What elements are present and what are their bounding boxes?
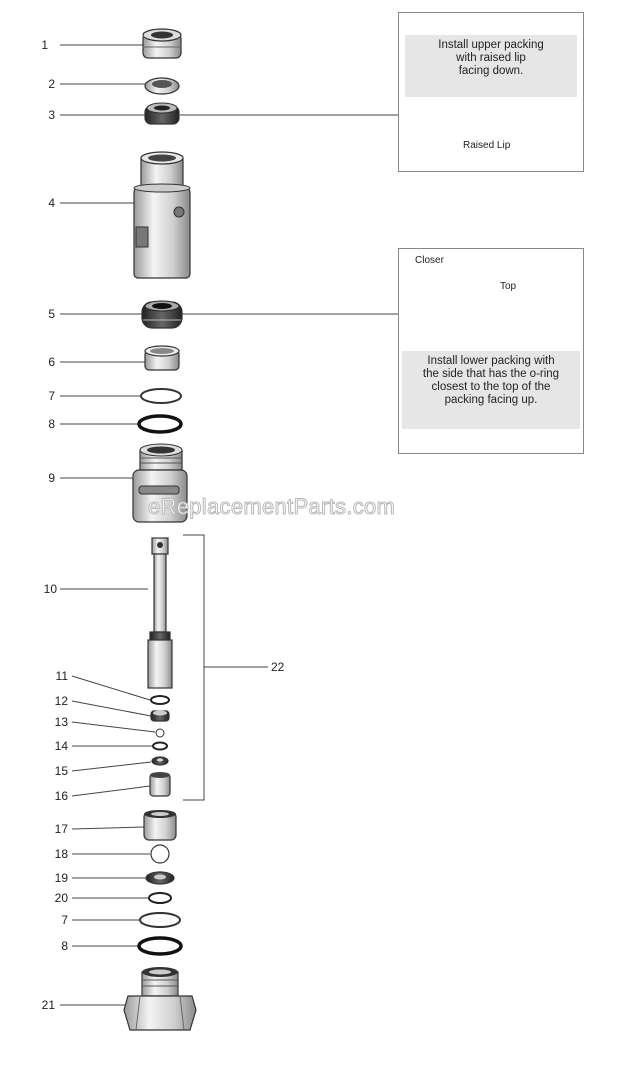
top-label: Top [500, 281, 517, 292]
callout-8: 8 [48, 417, 55, 431]
lower-packing-note: Closer Top Install lower packing with th… [398, 248, 584, 454]
part-8-o-ring [137, 414, 183, 434]
closer-label: Closer [415, 255, 444, 266]
part-18-ball [150, 844, 170, 864]
lower-packing-instruction: Install lower packing with the side that… [402, 351, 580, 429]
callout-10: 10 [44, 582, 58, 596]
callout-1: 1 [41, 38, 48, 52]
callout-7: 7 [48, 389, 55, 403]
part-10-piston-rod [147, 537, 173, 689]
part-3-upper-packing [144, 102, 180, 125]
callout-19: 19 [55, 871, 69, 885]
part-9-housing [132, 443, 188, 523]
part-14-washer [152, 741, 168, 751]
part-5-lower-packing [141, 300, 183, 329]
part-8-o-ring-lower [137, 936, 183, 956]
upper-packing-instruction: Install upper packing with raised lip fa… [405, 35, 577, 97]
callout-21: 21 [42, 998, 56, 1012]
callout-12: 12 [55, 694, 69, 708]
callout-5: 5 [48, 307, 55, 321]
callout-15: 15 [55, 764, 69, 778]
part-6-spacer [144, 345, 180, 371]
part-12-seal [150, 710, 170, 722]
raised-lip-caption: Raised Lip [463, 140, 511, 151]
part-21-foot-valve-housing [123, 967, 197, 1031]
watermark: eReplacementParts.com [148, 494, 396, 520]
callout-6: 6 [48, 355, 55, 369]
callout-22: 22 [271, 660, 285, 674]
callout-18: 18 [55, 847, 69, 861]
part-17-foot-valve-cage [143, 810, 177, 841]
callout-7b: 7 [61, 913, 68, 927]
callout-13: 13 [55, 715, 69, 729]
callout-2: 2 [48, 77, 55, 91]
part-7-o-ring [140, 388, 182, 404]
upper-packing-note: Install upper packing with raised lip fa… [398, 12, 584, 172]
part-11-o-ring [150, 695, 170, 705]
callout-4: 4 [48, 196, 55, 210]
part-2-washer [144, 77, 180, 95]
callout-9: 9 [48, 471, 55, 485]
callout-16: 16 [55, 789, 69, 803]
callout-20: 20 [55, 891, 69, 905]
callout-11: 11 [56, 669, 69, 683]
part-13-ball [155, 728, 165, 738]
part-16-retainer [149, 772, 171, 797]
callout-14: 14 [55, 739, 69, 753]
leader-lines [60, 44, 398, 1006]
callout-numbers: 1 2 3 4 5 6 7 8 9 10 11 12 13 14 15 16 1… [41, 38, 284, 1012]
part-15-seat [151, 756, 169, 766]
callout-3: 3 [48, 108, 55, 122]
part-4-cylinder [133, 151, 191, 279]
part-19-seat [145, 871, 175, 885]
part-7-o-ring-lower [139, 912, 181, 928]
callout-17: 17 [55, 822, 69, 836]
part-1-upper-cap [142, 28, 182, 59]
callout-8b: 8 [61, 939, 68, 953]
part-20-o-ring [148, 892, 172, 904]
